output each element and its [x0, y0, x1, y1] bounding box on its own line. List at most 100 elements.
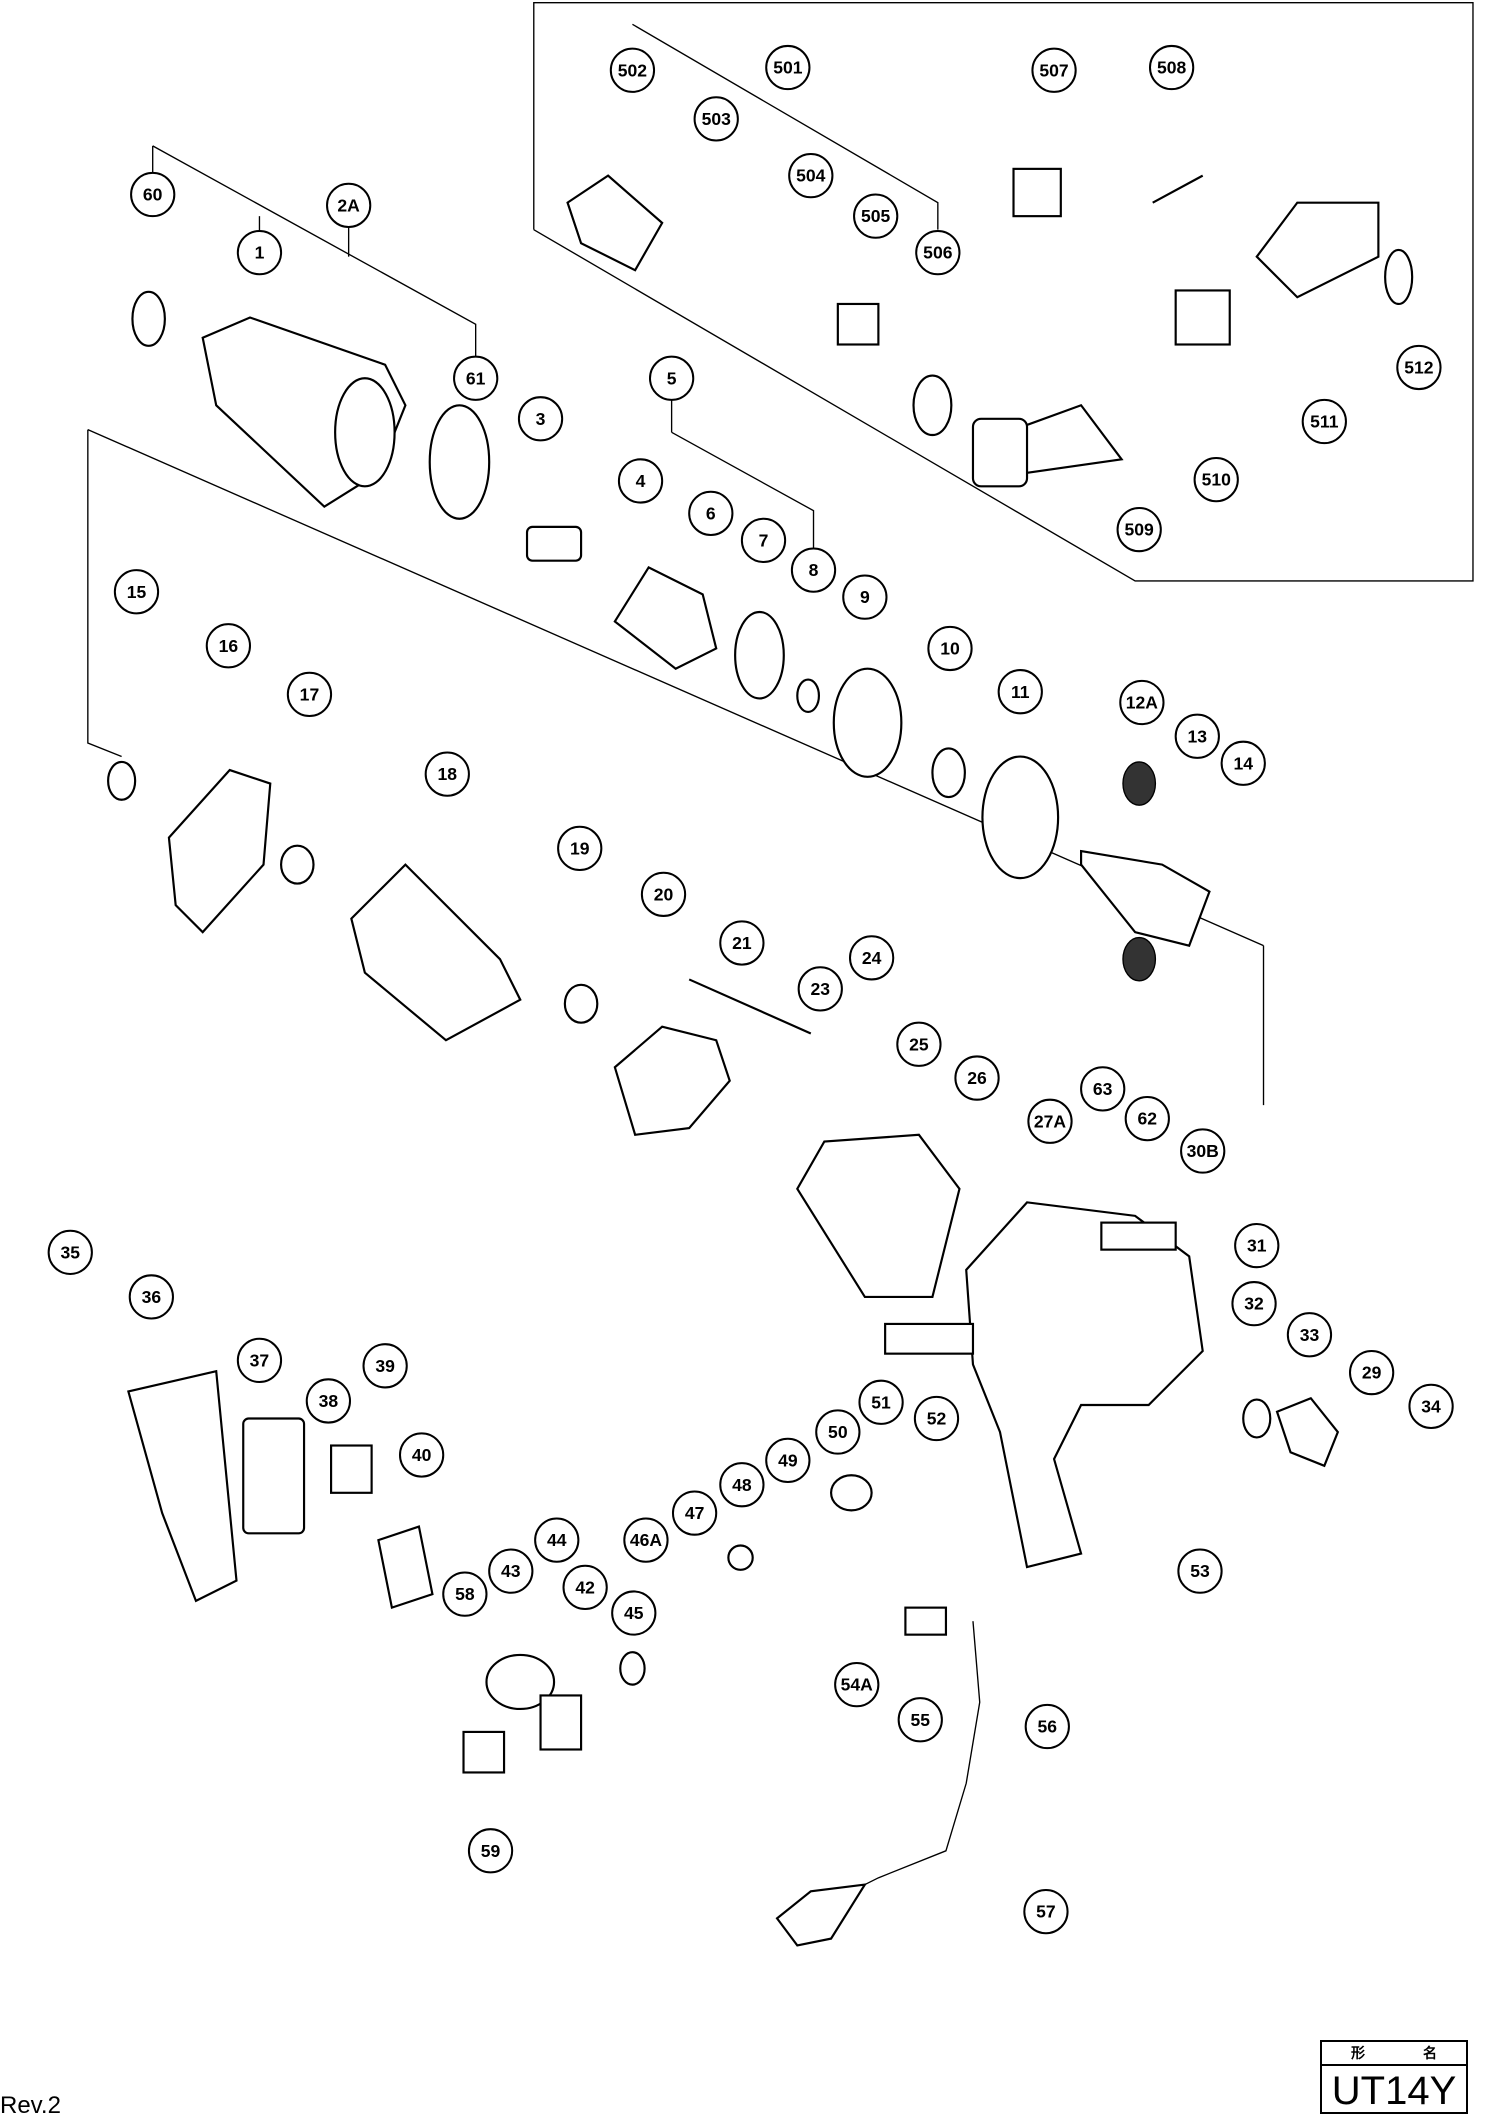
callout-circle: [740, 517, 787, 564]
callout-circle: [1231, 1281, 1277, 1327]
callout-16: 16: [205, 623, 252, 669]
callout-44: 44: [534, 1517, 580, 1563]
callout-512: 512: [1396, 344, 1442, 391]
part-number: 34: [1421, 1396, 1441, 1416]
part-number: 12A: [1126, 693, 1159, 713]
callout-509: 509: [1116, 506, 1162, 553]
callout-circle: [1193, 456, 1239, 503]
part-number: 19: [570, 838, 590, 858]
callout-circle: [688, 490, 734, 536]
part-number: 44: [547, 1530, 567, 1550]
part-number: 42: [575, 1577, 595, 1597]
part-number: 504: [796, 166, 826, 186]
callout-circle: [47, 1229, 93, 1275]
callout-507: 507: [1031, 47, 1077, 93]
callout-35: 35: [47, 1229, 93, 1275]
callout-circle: [1027, 1098, 1073, 1144]
callout-9: 9: [842, 574, 888, 620]
callout-504: 504: [788, 152, 834, 199]
callout-37: 37: [236, 1337, 283, 1384]
callout-circle: [765, 1437, 811, 1484]
callout-24: 24: [848, 935, 895, 981]
callout-31: 31: [1234, 1222, 1280, 1269]
part-number: 47: [685, 1503, 705, 1523]
callout-circle: [130, 171, 176, 218]
part-number: 511: [1310, 412, 1339, 432]
part-number: 24: [862, 948, 882, 968]
part-number: 5: [667, 368, 677, 388]
callout-circle: [915, 230, 961, 276]
callout-20: 20: [640, 871, 687, 917]
callout-34: 34: [1408, 1383, 1454, 1429]
callout-circle: [453, 355, 499, 401]
callout-circle: [896, 1021, 942, 1067]
callout-circle: [1174, 713, 1220, 759]
callout-501: 501: [765, 44, 811, 91]
part-number: 14: [1233, 753, 1253, 773]
callout-21: 21: [719, 920, 765, 966]
part-number: 506: [923, 243, 953, 263]
part-number: 507: [1039, 60, 1068, 80]
callout-43: 43: [488, 1548, 534, 1594]
callout-circle: [997, 669, 1043, 715]
part-number: 13: [1188, 726, 1208, 746]
model-title-block: 形 名 UT14Y: [1320, 2040, 1468, 2114]
callout-circle: [913, 1395, 960, 1442]
part-number: 50: [828, 1422, 848, 1442]
callout-36: 36: [128, 1274, 174, 1320]
callout-circle: [205, 623, 252, 669]
model-header-right: 名: [1423, 2046, 1437, 2062]
part-number: 20: [654, 884, 674, 904]
part-number: 512: [1404, 358, 1434, 378]
part-number: 4: [636, 471, 646, 491]
callout-circle: [719, 920, 765, 966]
part-number: 40: [412, 1445, 432, 1465]
callout-circle: [788, 152, 834, 199]
part-number: 26: [967, 1068, 987, 1088]
callout-circle: [853, 193, 899, 239]
callout-circle: [1031, 47, 1077, 93]
part-number: 8: [809, 560, 819, 580]
part-number: 45: [624, 1603, 644, 1623]
part-number: 1: [255, 243, 265, 263]
callout-56: 56: [1024, 1703, 1070, 1750]
callout-6: 6: [688, 490, 734, 536]
callout-circle: [693, 96, 739, 142]
callout-57: 57: [1023, 1888, 1069, 1935]
callout-30b: 30B: [1180, 1128, 1226, 1174]
callout-circle: [719, 1462, 765, 1508]
callout-circle: [617, 458, 664, 504]
model-header-left: 形: [1351, 2046, 1365, 2062]
part-number: 39: [375, 1356, 395, 1376]
part-number: 54A: [841, 1675, 874, 1695]
callout-27a: 27A: [1027, 1098, 1073, 1144]
callout-58: 58: [442, 1571, 488, 1617]
callout-circle: [398, 1432, 445, 1478]
part-number: 53: [1190, 1561, 1210, 1581]
callout-5: 5: [648, 355, 695, 401]
part-number: 18: [438, 764, 458, 784]
callout-511: 511: [1301, 398, 1347, 445]
part-number: 49: [778, 1450, 798, 1470]
callout-circle: [517, 396, 564, 442]
part-number: 7: [759, 530, 769, 550]
callout-circle: [1119, 679, 1165, 726]
part-number: 32: [1244, 1294, 1264, 1314]
callout-circle: [648, 355, 695, 401]
callout-3: 3: [517, 396, 564, 442]
callout-circle: [1024, 1703, 1070, 1750]
part-number: 57: [1036, 1902, 1056, 1922]
part-number: 37: [250, 1350, 270, 1370]
part-number: 58: [455, 1584, 475, 1604]
part-number: 501: [773, 58, 803, 78]
callout-circle: [623, 1517, 669, 1563]
callout-25: 25: [896, 1021, 942, 1067]
part-number: 38: [319, 1391, 339, 1411]
callout-23: 23: [797, 966, 843, 1012]
part-number: 25: [909, 1034, 929, 1054]
callout-circle: [113, 569, 160, 615]
part-number: 31: [1247, 1236, 1267, 1256]
callout-32: 32: [1231, 1281, 1277, 1327]
callout-510: 510: [1193, 456, 1239, 503]
